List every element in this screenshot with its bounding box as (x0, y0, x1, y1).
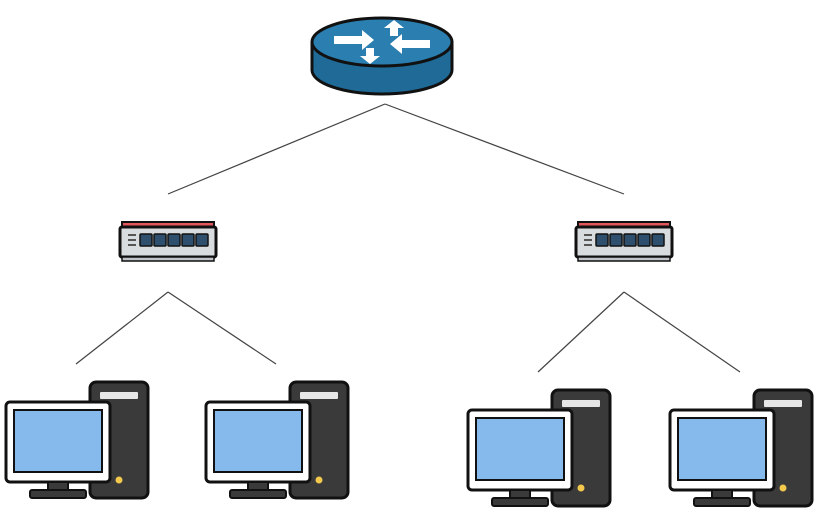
switch-icon-left[interactable] (118, 220, 218, 263)
link-switch-right-pc-4 (623, 291, 741, 373)
link-router-switch-left (167, 103, 386, 195)
desktop-computer-icon-2[interactable] (204, 380, 350, 500)
router-icon[interactable] (310, 16, 454, 96)
link-switch-right-pc-3 (537, 291, 625, 373)
link-router-switch-right (384, 103, 625, 195)
links-group (75, 103, 741, 373)
switch-icon-right[interactable] (574, 220, 674, 263)
link-switch-left-pc-2 (167, 291, 277, 365)
desktop-computer-icon-4[interactable] (668, 388, 814, 508)
desktop-computer-icon-1[interactable] (4, 380, 150, 500)
link-switch-left-pc-1 (75, 291, 169, 365)
desktop-computer-icon-3[interactable] (466, 388, 612, 508)
